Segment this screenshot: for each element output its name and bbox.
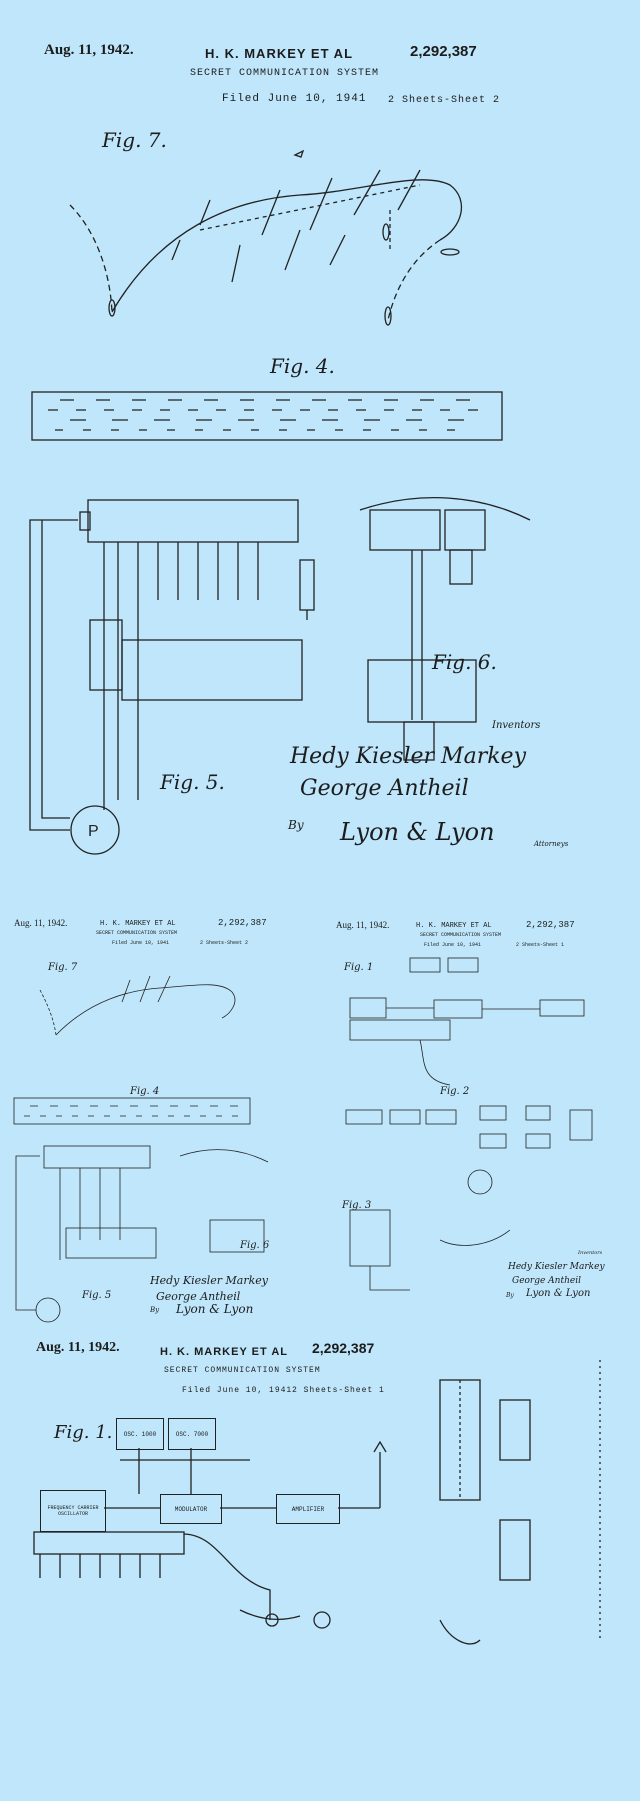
- sheet2-sheets: 2 Sheets-Sheet 2: [388, 95, 501, 106]
- sheet1-drawings: [33, 1360, 601, 1645]
- sheet1-date: Aug. 11, 1942.: [36, 1340, 120, 1355]
- thumb-right-filed: Filed June 10, 1941: [424, 942, 482, 948]
- thumbnail-sheet-1: Aug. 11, 1942. H. K. MARKEY ET AL 2,292,…: [330, 910, 640, 1320]
- sheet1-amplifier-text: AMPLIFIER: [291, 1505, 325, 1513]
- sheet1-inventor: H. K. MARKEY ET AL: [160, 1346, 289, 1358]
- thumb-left-signature-1: Hedy Kiesler Markey: [150, 1274, 268, 1287]
- sheet2-inventor: H. K. MARKEY ET AL: [205, 46, 354, 61]
- sheet1-osc1-box: OSC. 1000: [116, 1418, 164, 1450]
- sheet2-fig5-label: Fig. 5.: [160, 770, 225, 794]
- sheet2-attorney: Lyon & Lyon: [340, 818, 495, 846]
- patent-sheet-1: Aug. 11, 1942. H. K. MARKEY ET AL 2,292,…: [0, 1320, 640, 1801]
- thumb-right-sheets: 2 Sheets-Sheet 1: [516, 942, 565, 948]
- patent-sheet-2: Aug. 11, 1942. H. K. MARKEY ET AL 2,292,…: [29, 42, 569, 855]
- sheet2-drawings: P: [29, 149, 531, 855]
- sheet2-title: SECRET COMMUNICATION SYSTEM: [190, 68, 380, 79]
- sheet1-patent-number: 2,292,387: [312, 1340, 375, 1356]
- thumb-left-fig6: Fig. 6: [240, 1240, 270, 1251]
- thumb-left-fig5: Fig. 5: [82, 1290, 112, 1301]
- sheet2-filed: Filed June 10, 1941: [222, 93, 367, 105]
- sheet1-filed: Filed June 10, 1941: [182, 1386, 293, 1395]
- sheet2-fig7-label: Fig. 7.: [102, 128, 167, 152]
- thumb-right-title: SECRET COMMUNICATION SYSTEM: [420, 932, 502, 938]
- sheet2-date: Aug. 11, 1942.: [44, 42, 134, 58]
- sheet2-attorneys-label: Attorneys: [534, 840, 569, 848]
- sheet1-modulator-box: MODULATOR: [160, 1494, 222, 1524]
- thumb-left-attorney: Lyon & Lyon: [176, 1302, 254, 1316]
- thumb-left-drawings: [13, 975, 269, 1323]
- thumb-right-fig3: Fig. 3: [342, 1200, 372, 1211]
- thumb-right-patent-number: 2,292,387: [526, 920, 575, 930]
- thumb-right-date: Aug. 11, 1942.: [336, 920, 390, 930]
- thumb-left-sheets: 2 Sheets-Sheet 2: [200, 940, 249, 946]
- thumb-left-by: By: [150, 1306, 160, 1314]
- thumb-right-inventor: H. K. MARKEY ET AL: [416, 922, 492, 930]
- thumb-right-signature-1: Hedy Kiesler Markey: [508, 1262, 605, 1272]
- fig7-drawing: [69, 149, 462, 326]
- sheet1-sheets: 2 Sheets-Sheet 1: [292, 1386, 385, 1395]
- thumb-right-inventors-label: Inventors: [578, 1250, 603, 1256]
- sheet1-osc1-text: OSC. 1000: [123, 1430, 157, 1438]
- sheet1-modulator-text: MODULATOR: [174, 1505, 208, 1513]
- sheet2-patent-number: 2,292,387: [410, 43, 477, 60]
- thumb-right-signature-2: George Antheil: [512, 1276, 581, 1286]
- sheet2-by: By: [288, 818, 304, 832]
- sheet1-osc2-text: OSC. 7000: [175, 1430, 209, 1438]
- thumb-left-fig7: Fig. 7: [48, 962, 78, 973]
- thumb-right-by: By: [506, 1292, 514, 1299]
- sheet1-freq-text: FREQUENCY CARRIER OSCILLATOR: [47, 1505, 99, 1517]
- thumb-right-attorney: Lyon & Lyon: [526, 1288, 591, 1299]
- thumb-left-inventor: H. K. MARKEY ET AL: [100, 920, 176, 928]
- thumbnail-sheet-2: Aug. 11, 1942. H. K. MARKEY ET AL 2,292,…: [0, 910, 330, 1323]
- sheet2-fig4-label: Fig. 4.: [270, 354, 335, 378]
- thumb-left-title: SECRET COMMUNICATION SYSTEM: [96, 930, 178, 936]
- sheet1-amplifier-box: AMPLIFIER: [276, 1494, 340, 1524]
- thumb-left-filed: Filed June 10, 1941: [112, 940, 170, 946]
- thumb-left-date: Aug. 11, 1942.: [14, 918, 68, 928]
- sheet2-signature-2: George Antheil: [300, 776, 469, 801]
- thumb-left-patent-number: 2,292,387: [218, 918, 267, 928]
- thumb-left-fig4: Fig. 4: [130, 1086, 160, 1097]
- svg-text:P: P: [88, 823, 99, 840]
- fig4-drawing: [31, 391, 503, 441]
- sheet1-osc2-box: OSC. 7000: [168, 1418, 216, 1450]
- sheet1-title: SECRET COMMUNICATION SYSTEM: [164, 1366, 321, 1375]
- sheet2-fig6-label: Fig. 6.: [432, 650, 497, 674]
- thumb-left-signature-2: George Antheil: [156, 1290, 241, 1303]
- thumb-right-drawings: [345, 957, 593, 1291]
- fig6-drawing: [359, 497, 531, 761]
- thumb-right-fig1: Fig. 1: [344, 962, 374, 973]
- fig5-drawing: P: [29, 499, 315, 855]
- sheet2-inventors-label: Inventors: [492, 720, 541, 731]
- sheet2-signature-1: Hedy Kiesler Markey: [290, 744, 526, 769]
- sheet1-fig1-label: Fig. 1.: [54, 1422, 113, 1443]
- thumb-right-fig2: Fig. 2: [440, 1086, 470, 1097]
